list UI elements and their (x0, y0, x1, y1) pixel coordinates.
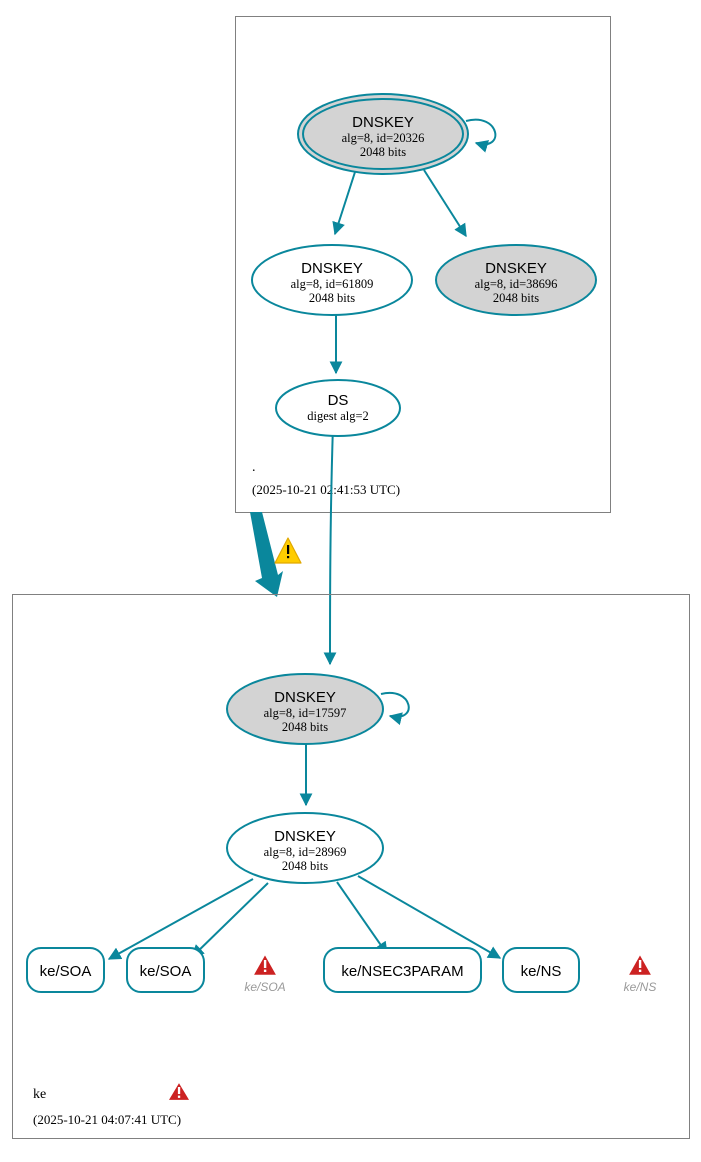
zone-border-root (235, 16, 611, 513)
error-ke-soa-exclaim-bar (263, 960, 267, 968)
error-ke-soa-exclaim-dot (263, 969, 267, 972)
node-dnskey-61809-title: DNSKEY (301, 260, 363, 277)
rrset-ke-soa-1[interactable]: ke/SOA (26, 947, 105, 993)
node-dnskey-20326[interactable]: DNSKEY alg=8, id=20326 2048 bits (297, 93, 469, 175)
error-marker-ke-soa[interactable]: ke/SOA (244, 951, 286, 994)
zone-timestamp-ke: (2025-10-21 04:07:41 UTC) (33, 1112, 181, 1127)
rrset-ke-ns-label: ke/NS (521, 963, 562, 980)
rrset-ke-ns-box (502, 947, 580, 993)
rrset-ke-soa-1-label: ke/SOA (40, 963, 92, 980)
node-dnskey-17597-keysize: 2048 bits (282, 720, 328, 734)
node-dnskey-38696[interactable]: DNSKEY alg=8, id=38696 2048 bits (435, 244, 597, 316)
zone-status-error-triangle-icon (165, 1079, 193, 1103)
edge-ksk20326-self-loop (465, 118, 497, 153)
edge-ksk20326-to-zsk61809 (332, 171, 356, 236)
edge-zsk28969-to-ke-nsec3param (336, 881, 388, 956)
edge-zsk28969-to-ke-soa-1 (107, 878, 254, 960)
zone-status-exclaim-dot (177, 1095, 181, 1098)
delegation-arrow (250, 512, 283, 597)
node-dnskey-17597-ellipse (226, 673, 384, 745)
node-ds-title: DS (328, 392, 349, 409)
rrset-ke-soa-2[interactable]: ke/SOA (126, 947, 205, 993)
error-marker-ke-soa-label: ke/SOA (244, 980, 285, 994)
rrset-ke-nsec3param-box (323, 947, 482, 993)
edge-ke-ksk17597-self-loop (380, 691, 410, 726)
zone-timestamp-root: (2025-10-21 02:41:53 UTC) (252, 482, 400, 497)
node-dnskey-61809[interactable]: DNSKEY alg=8, id=61809 2048 bits (251, 244, 413, 316)
node-dnskey-20326-inner-ellipse (302, 98, 464, 170)
rrset-ke-soa-2-label: ke/SOA (140, 963, 192, 980)
zone-cluster-ke: ke (2025-10-21 04:07:41 UTC) (12, 594, 690, 1139)
warning-exclaim-bar (287, 545, 290, 554)
error-marker-ke-ns-label: ke/NS (624, 980, 657, 994)
node-dnskey-38696-title: DNSKEY (485, 260, 547, 277)
rrset-ke-ns[interactable]: ke/NS (502, 947, 580, 993)
edge-zsk28969-to-ke-ns (357, 875, 502, 959)
error-triangle-icon (250, 951, 280, 978)
node-dnskey-28969-keysize: 2048 bits (282, 859, 328, 873)
node-dnskey-20326-keysize: 2048 bits (360, 145, 406, 159)
node-dnskey-38696-keysize: 2048 bits (493, 291, 539, 305)
node-dnskey-28969[interactable]: DNSKEY alg=8, id=28969 2048 bits (226, 812, 384, 884)
edge-group-ke (107, 691, 502, 960)
zone-status-exclaim-bar (177, 1087, 181, 1094)
node-dnskey-28969-params: alg=8, id=28969 (264, 845, 347, 859)
node-ds-digest: digest alg=2 (307, 409, 369, 423)
edge-group-root (329, 118, 497, 375)
zone-label-root: . (252, 460, 256, 475)
zone-cluster-root: . (2025-10-21 02:41:53 UTC) (235, 16, 611, 513)
error-ke-ns-exclaim-bar (638, 960, 642, 968)
node-dnskey-20326-params: alg=8, id=20326 (342, 131, 425, 145)
node-dnskey-17597[interactable]: DNSKEY alg=8, id=17597 2048 bits (226, 673, 384, 745)
node-dnskey-38696-params: alg=8, id=38696 (475, 277, 558, 291)
zone-label-ke: ke (33, 1087, 46, 1102)
delegation-arrow-shape (250, 512, 283, 597)
rrset-ke-nsec3param[interactable]: ke/NSEC3PARAM (323, 947, 482, 993)
node-dnskey-61809-ellipse (251, 244, 413, 316)
edge-ds-to-ke-ksk17597 (323, 424, 337, 666)
rrset-ke-soa-2-box (126, 947, 205, 993)
node-dnskey-61809-params: alg=8, id=61809 (291, 277, 374, 291)
node-dnskey-28969-title: DNSKEY (274, 828, 336, 845)
node-ds-ellipse (275, 379, 401, 437)
edge-ksk20326-to-ksk38696 (423, 169, 467, 238)
error-ke-ns-exclaim-dot (638, 969, 642, 972)
rrset-ke-nsec3param-label: ke/NSEC3PARAM (341, 963, 463, 980)
node-dnskey-17597-params: alg=8, id=17597 (264, 706, 347, 720)
error-triangle-icon (625, 951, 655, 978)
warning-exclaim-dot (287, 556, 290, 559)
zone-border-ke (12, 594, 690, 1139)
node-dnskey-61809-keysize: 2048 bits (309, 291, 355, 305)
node-dnskey-38696-ellipse (435, 244, 597, 316)
node-dnskey-20326-title: DNSKEY (352, 114, 414, 131)
error-marker-ke-ns[interactable]: ke/NS (624, 951, 657, 994)
rrset-ke-soa-1-box (26, 947, 105, 993)
node-dnskey-17597-title: DNSKEY (274, 689, 336, 706)
edge-zsk28969-to-ke-soa-2 (191, 882, 269, 958)
node-ds-root[interactable]: DS digest alg=2 (275, 379, 401, 437)
node-dnskey-28969-ellipse (226, 812, 384, 884)
warning-triangle-icon (274, 537, 302, 564)
